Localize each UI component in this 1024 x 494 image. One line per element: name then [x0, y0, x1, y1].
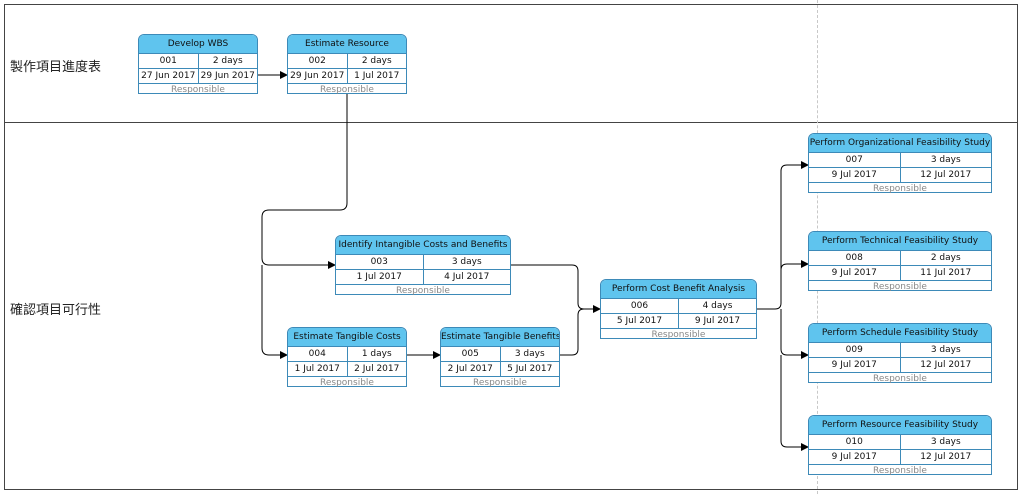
task-start-date: 2 Jul 2017 — [441, 362, 501, 376]
task-id: 002 — [288, 54, 348, 68]
task-name: Develop WBS — [139, 35, 257, 54]
task-start-date: 1 Jul 2017 — [336, 270, 424, 284]
task-responsible: Responsible — [873, 466, 927, 476]
task-node-010[interactable]: Perform Resource Feasibility Study 010 3 … — [808, 415, 992, 476]
task-id: 008 — [809, 251, 901, 265]
task-responsible: Responsible — [873, 374, 927, 384]
task-duration: 3 days — [930, 437, 961, 447]
task-id: 007 — [809, 153, 901, 167]
task-duration: 4 days — [702, 301, 733, 311]
task-duration: 3 days — [930, 345, 961, 355]
task-start-date: 9 Jul 2017 — [809, 358, 901, 372]
swimlane-label-1: 製作項目進度表 — [10, 60, 102, 75]
task-end-date: 4 Jul 2017 — [444, 272, 490, 282]
task-node-008[interactable]: Perform Technical Feasibility Study 008 2… — [808, 231, 992, 292]
task-start-date: 29 Jun 2017 — [288, 69, 348, 83]
task-start-date: 9 Jul 2017 — [809, 168, 901, 182]
task-duration: 2 days — [212, 56, 243, 66]
task-responsible: Responsible — [320, 378, 374, 388]
task-end-date: 5 Jul 2017 — [507, 364, 553, 374]
task-responsible: Responsible — [473, 378, 527, 388]
task-name: Estimate Tangible Benefits — [441, 328, 559, 347]
task-end-date: 9 Jul 2017 — [694, 316, 741, 326]
task-node-007[interactable]: Perform Organizational Feasibility Study… — [808, 133, 992, 194]
task-end-date: 12 Jul 2017 — [920, 170, 972, 180]
task-id: 001 — [139, 54, 199, 68]
task-duration: 2 days — [361, 56, 392, 66]
task-name: Perform Cost Benefit Analysis — [601, 280, 756, 299]
task-name: Identify Intangible Costs and Benefits — [336, 236, 510, 255]
task-id: 004 — [288, 347, 348, 361]
task-end-date: 29 Jun 2017 — [200, 71, 255, 81]
task-start-date: 9 Jul 2017 — [809, 450, 901, 464]
task-start-date: 27 Jun 2017 — [139, 69, 199, 83]
task-responsible: Responsible — [873, 184, 927, 194]
task-start-date: 5 Jul 2017 — [601, 314, 679, 328]
task-duration: 2 days — [930, 253, 961, 263]
task-responsible: Responsible — [320, 85, 374, 95]
link-002-004 — [261, 265, 288, 359]
task-id: 003 — [336, 255, 424, 269]
task-name: Perform Resource Feasibility Study — [809, 416, 991, 435]
task-duration: 1 days — [361, 349, 392, 359]
task-name: Perform Schedule Feasibility Study — [809, 324, 991, 343]
task-name: Perform Technical Feasibility Study — [809, 232, 991, 251]
task-responsible: Responsible — [396, 286, 450, 296]
task-node-002[interactable]: Estimate Resource 002 2 days 29 Jun 2017 1… — [287, 34, 407, 95]
task-responsible: Responsible — [171, 85, 225, 95]
task-responsible: Responsible — [651, 330, 706, 340]
task-node-003[interactable]: Identify Intangible Costs and Benefits 0… — [335, 235, 511, 296]
task-node-004[interactable]: Estimate Tangible Costs 004 1 days 1 Jul … — [287, 327, 407, 388]
task-duration: 3 days — [451, 257, 482, 267]
task-id: 009 — [809, 343, 901, 357]
task-end-date: 2 Jul 2017 — [354, 364, 400, 374]
link-006-008 — [780, 260, 809, 271]
task-id: 005 — [441, 347, 501, 361]
task-node-009[interactable]: Perform Schedule Feasibility Study 009 3 … — [808, 323, 992, 384]
task-name: Perform Organizational Feasibility Study — [809, 134, 991, 153]
task-start-date: 1 Jul 2017 — [288, 362, 348, 376]
task-node-005[interactable]: Estimate Tangible Benefits 005 3 days 2 J… — [440, 327, 560, 388]
task-end-date: 1 Jul 2017 — [354, 71, 400, 81]
link-006-007 — [757, 161, 809, 310]
swimlane-2 — [4, 122, 1018, 490]
task-id: 006 — [601, 299, 679, 313]
task-duration: 3 days — [514, 349, 545, 359]
task-name: Estimate Tangible Costs — [288, 328, 406, 347]
task-name: Estimate Resource — [288, 35, 406, 54]
task-end-date: 12 Jul 2017 — [920, 452, 972, 462]
link-005-006 — [559, 308, 585, 356]
link-002-003 — [261, 94, 348, 269]
task-id: 010 — [809, 435, 901, 449]
task-start-date: 9 Jul 2017 — [809, 266, 901, 280]
link-003-006 — [511, 264, 601, 313]
swimlane-label-2: 確認項目可行性 — [10, 303, 102, 318]
link-006-009 — [780, 309, 809, 359]
task-duration: 3 days — [930, 155, 961, 165]
task-end-date: 11 Jul 2017 — [920, 268, 972, 278]
task-responsible: Responsible — [873, 282, 927, 292]
task-end-date: 12 Jul 2017 — [920, 360, 972, 370]
link-006-010 — [780, 355, 809, 451]
